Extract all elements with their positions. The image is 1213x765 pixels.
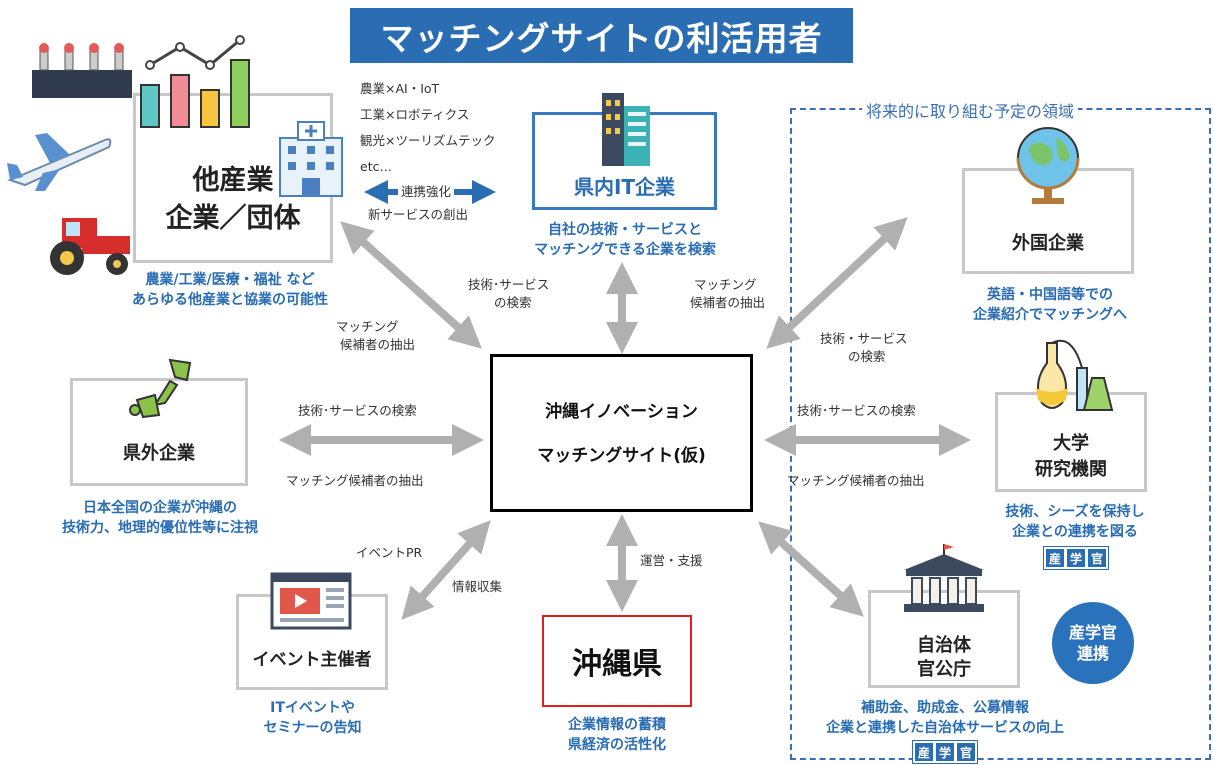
okinawa-pref-box: 沖縄県 [542, 615, 692, 707]
label-match-cand-left-2: 候補者の抽出 [340, 337, 416, 352]
label-ops-support: 運営・支援 [640, 553, 703, 568]
government-building-icon [904, 544, 984, 612]
other-industry-label-1: 他産業 [192, 165, 274, 196]
matching-site-box: 沖縄イノベーション マッチングサイト(仮) [490, 354, 753, 512]
arrow-foreign [766, 217, 908, 349]
sangakukan-badge-university: 産 学 官 [1043, 546, 1109, 570]
local-gov-box: 自治体 官公庁 [868, 590, 1020, 688]
university-label-2: 研究機関 [1035, 459, 1107, 480]
page-title: マッチングサイトの利活用者 [350, 8, 853, 63]
future-region-label: 将来的に取り組む予定の領域 [862, 98, 1079, 122]
okinawa-note-2: 県経済の活性化 [568, 737, 666, 753]
pref-it-label: 県内IT企業 [573, 175, 676, 199]
label-info-collect: 情報収集 [452, 579, 503, 594]
local-gov-note-2: 企業と連携した自治体サービスの向上 [826, 720, 1064, 736]
tech-item-2: 工業×ロボティクス [360, 107, 470, 122]
globe-icon [1016, 127, 1080, 204]
university-label-1: 大学 [1053, 433, 1089, 454]
label-match-cand-top-2: 候補者の抽出 [690, 295, 766, 310]
other-industry-note-2: あらゆる他産業と協業の可能性 [132, 292, 328, 308]
airplane-icon [7, 133, 112, 191]
sangakukan-badge-local-gov: 産 学 官 [912, 740, 978, 764]
matching-site-line-2: マッチングサイト(仮) [537, 446, 706, 466]
outside-pref-box: 県外企業 [70, 378, 248, 486]
pref-it-note-2: マッチングできる企業を検索 [534, 242, 716, 258]
event-note-1: ITイベントや [270, 700, 355, 716]
badge-kan: 官 [957, 743, 975, 761]
badge-san: 産 [915, 743, 933, 761]
flask-icon [1036, 339, 1114, 411]
outside-pref-note-2: 技術力、地理的優位性等に注視 [62, 520, 258, 536]
matching-site-line-1: 沖縄イノベーション [545, 402, 698, 422]
foreign-note-1: 英語・中国語等での [987, 287, 1113, 303]
other-industry-label-2: 企業／団体 [165, 203, 301, 234]
foreign-label: 外国企業 [1012, 233, 1084, 254]
tech-item-1: 農業×AI・IoT [360, 81, 440, 96]
tech-item-4: etc… [360, 159, 392, 174]
local-gov-label-1: 自治体 [917, 635, 971, 656]
label-right-search: 技術･サービスの検索 [797, 403, 916, 418]
arrow-other-industry [340, 221, 482, 349]
circle-line-2: 連携 [1076, 644, 1109, 663]
local-gov-label-2: 官公庁 [917, 659, 971, 680]
tech-item-3: 観光×ツーリズムテック [360, 133, 496, 148]
arrow-event [401, 520, 491, 620]
factory-robot-icon [32, 43, 132, 98]
label-tech-search-right-2: の検索 [848, 349, 886, 364]
sangakukan-renkei-circle: 産学官 連携 [1052, 602, 1134, 684]
label-tech-search-right-1: 技術・サービス [820, 331, 908, 346]
label-event-pr: イベントPR [356, 545, 423, 560]
tractor-icon [50, 218, 130, 275]
building-icon [602, 93, 650, 166]
arrow-local-gov [758, 521, 864, 617]
foreign-note-2: 企業紹介でマッチングへ [973, 307, 1127, 323]
label-match-cand-top-1: マッチング [694, 277, 757, 292]
okinawa-note-1: 企業情報の蓄積 [568, 717, 666, 733]
label-right-extract: マッチング候補者の抽出 [787, 473, 925, 488]
university-note-1: 技術、シーズを保持し [1005, 504, 1145, 520]
growth-chart-icon [140, 35, 250, 128]
outside-pref-label: 県外企業 [123, 443, 195, 464]
local-gov-note-1: 補助金、助成金、公募情報 [861, 700, 1029, 716]
university-note-2: 企業との連携を図る [1012, 524, 1138, 540]
event-label: イベント主催者 [252, 650, 372, 670]
label-tech-search-top-1: 技術･サービス [468, 277, 550, 292]
circle-line-1: 産学官 [1068, 623, 1117, 642]
badge-gaku: 学 [936, 743, 954, 761]
video-icon [270, 572, 352, 630]
university-box: 大学 研究機関 [995, 392, 1147, 492]
other-industry-note-1: 農業/工業/医療・福祉 など [145, 272, 315, 288]
hospital-icon [279, 121, 343, 197]
japan-map-icon [129, 358, 192, 419]
badge-kan: 官 [1088, 549, 1106, 567]
label-tech-search-top-2: の検索 [494, 295, 532, 310]
event-note-2: セミナーの告知 [263, 720, 362, 736]
new-service-label: 新サービスの創出 [368, 207, 469, 222]
label-left-extract: マッチング候補者の抽出 [286, 473, 424, 488]
badge-san: 産 [1046, 549, 1064, 567]
pref-it-box: 県内IT企業 [532, 112, 717, 210]
outside-pref-note-1: 日本全国の企業が沖縄の [83, 500, 237, 516]
renkei-label: 連携強化 [398, 183, 455, 201]
pref-it-note-1: 自社の技術・サービスと [548, 222, 702, 238]
badge-gaku: 学 [1067, 549, 1085, 567]
label-match-cand-left-1: マッチング [336, 319, 399, 334]
label-left-search: 技術･サービスの検索 [298, 403, 417, 418]
